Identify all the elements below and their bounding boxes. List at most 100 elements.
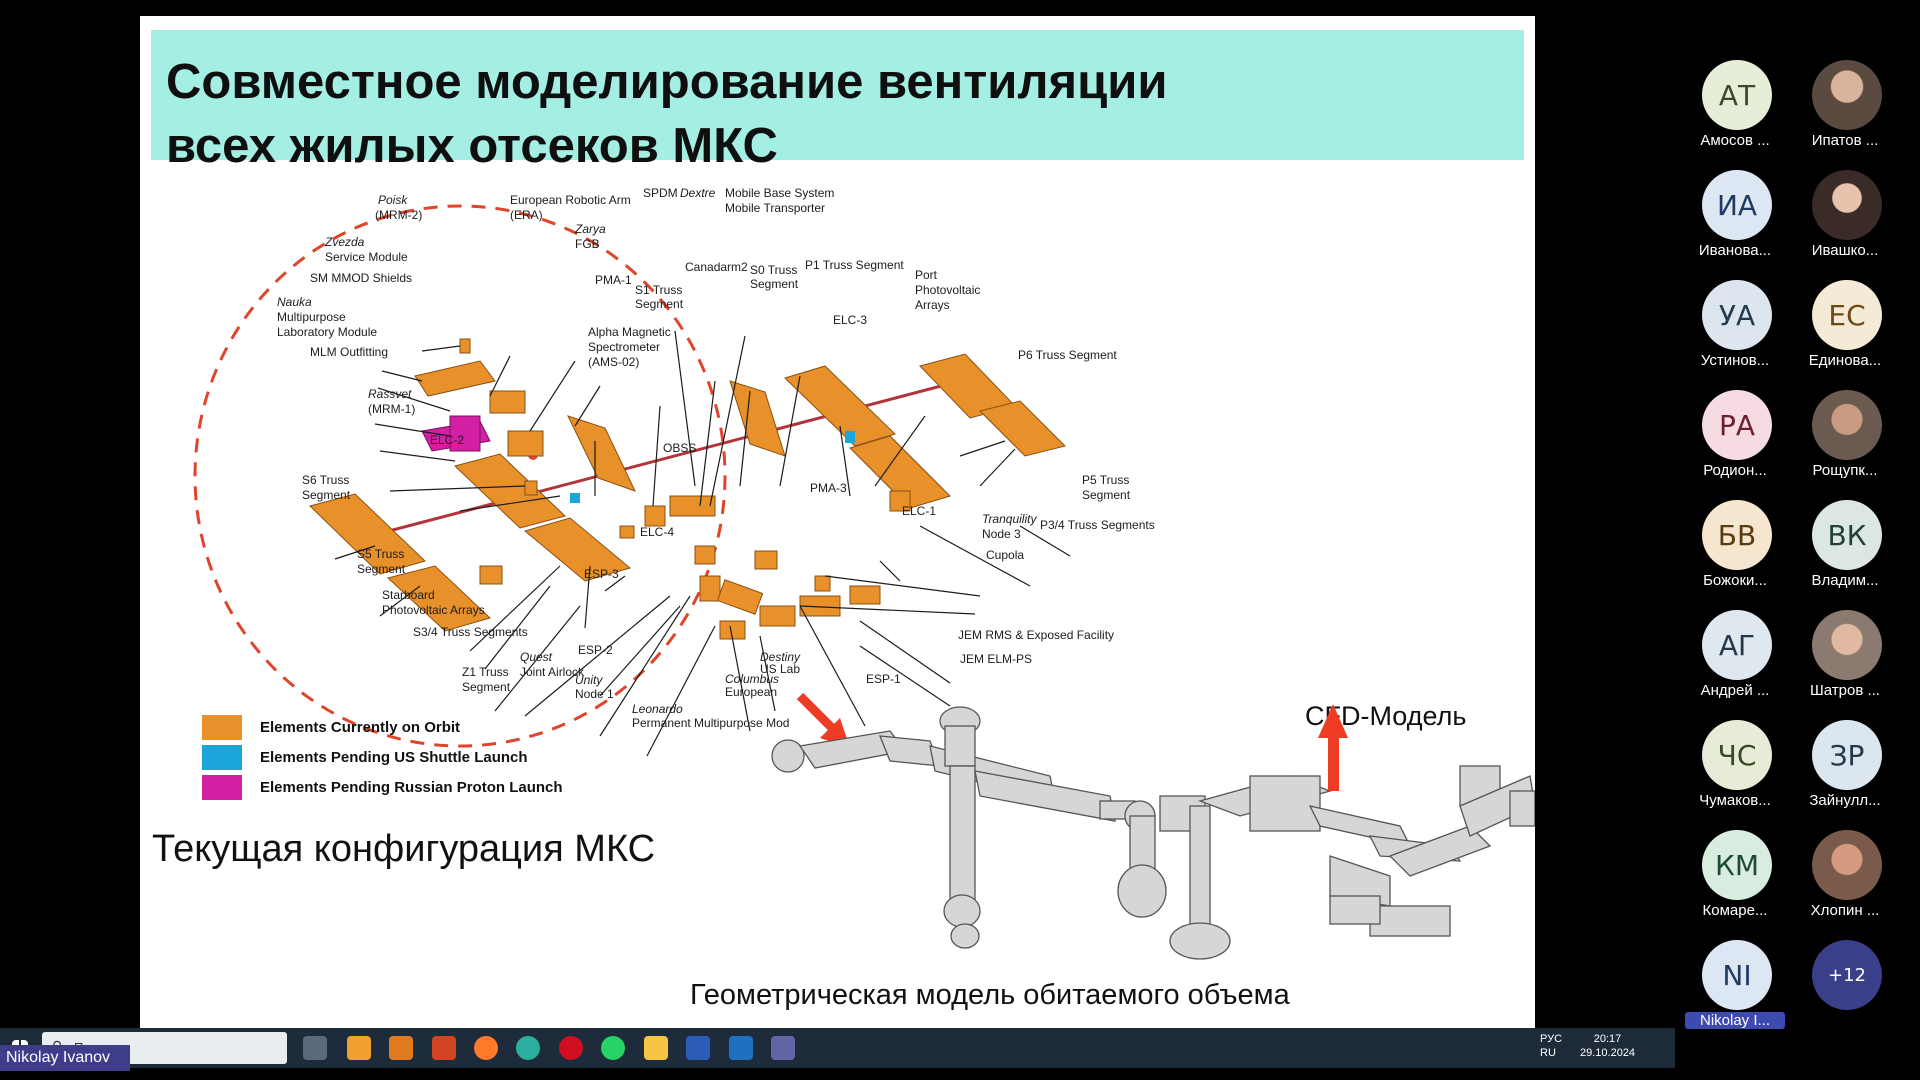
whatsapp-icon[interactable] bbox=[601, 1036, 625, 1060]
file-explorer-icon[interactable] bbox=[644, 1036, 668, 1060]
label-obss: OBSS bbox=[663, 441, 696, 455]
label-zarya: Zarya bbox=[574, 222, 606, 236]
label-s6-segment: Segment bbox=[302, 488, 351, 502]
participant-tile[interactable]: ЗР Зайнулл... bbox=[1790, 720, 1900, 830]
app-icon[interactable] bbox=[389, 1036, 413, 1060]
label-s5-truss: S5 Truss bbox=[357, 547, 404, 561]
teams-icon[interactable] bbox=[771, 1036, 795, 1060]
participant-name: Ипатов ... bbox=[1811, 132, 1879, 149]
label-elc4: ELC-4 bbox=[640, 525, 674, 539]
label-p1: P1 Truss Segment bbox=[805, 258, 904, 272]
label-ams1: Alpha Magnetic bbox=[588, 325, 671, 339]
tray-language[interactable]: РУС RU bbox=[1540, 1032, 1562, 1060]
avatar-initials: УА bbox=[1718, 298, 1756, 332]
avatar: РА bbox=[1702, 390, 1772, 460]
label-port-arrays: Arrays bbox=[915, 298, 950, 312]
participant-tile[interactable]: ИА Иванова... bbox=[1680, 170, 1790, 280]
title-band: Совместное моделирование вентиляции всех… bbox=[151, 30, 1524, 173]
avatar-initials: АГ bbox=[1718, 628, 1756, 662]
legend-label: Elements Pending US Shuttle Launch bbox=[260, 748, 528, 766]
participant-tile[interactable]: Ивашко... bbox=[1790, 170, 1900, 280]
participant-tile-self[interactable]: NI Nikolay I... bbox=[1680, 940, 1790, 1050]
edge-icon[interactable] bbox=[516, 1036, 540, 1060]
firefox-icon[interactable] bbox=[474, 1036, 498, 1060]
participant-tile[interactable]: КМ Комаре... bbox=[1680, 830, 1790, 940]
app2-icon[interactable] bbox=[729, 1036, 753, 1060]
avatar: КМ bbox=[1702, 830, 1772, 900]
avatar-initials: ЗР bbox=[1829, 738, 1865, 772]
tray-clock[interactable]: 20:17 29.10.2024 bbox=[1580, 1032, 1635, 1060]
participant-tile[interactable]: БВ Божоки... bbox=[1680, 500, 1790, 610]
label-pmm: Permanent Multipurpose Mod bbox=[632, 716, 789, 730]
avatar: ВК bbox=[1812, 500, 1882, 570]
iss-configuration-diagram: Poisk (MRM-2) European Robotic Arm (ERA)… bbox=[193, 186, 1155, 757]
legend-item-shuttle: Elements Pending US Shuttle Launch bbox=[202, 742, 563, 772]
participant-name: Рощупк... bbox=[1812, 462, 1878, 479]
diagram-labels: Poisk (MRM-2) European Robotic Arm (ERA)… bbox=[277, 186, 1155, 730]
participant-tile[interactable]: АТ Амосов ... bbox=[1680, 60, 1790, 170]
label-rassvet: Rassvet bbox=[368, 387, 412, 401]
label-p6: P6 Truss Segment bbox=[1018, 348, 1117, 362]
label-jem-rms: JEM RMS & Exposed Facility bbox=[958, 628, 1114, 642]
participant-tile[interactable]: ЕС Единова... bbox=[1790, 280, 1900, 390]
label-multipurpose: Multipurpose bbox=[277, 310, 346, 324]
participant-name: Божоки... bbox=[1703, 572, 1767, 589]
avatar-photo bbox=[1812, 390, 1882, 460]
avatar-initials: РА bbox=[1718, 408, 1756, 442]
label-elc3: ELC-3 bbox=[833, 313, 867, 327]
label-elc2: ELC-2 bbox=[430, 433, 464, 447]
label-port-pv: Photovoltaic bbox=[915, 283, 980, 297]
avatar: АТ bbox=[1702, 60, 1772, 130]
label-ams3: (AMS-02) bbox=[588, 355, 639, 369]
store-icon[interactable] bbox=[347, 1036, 371, 1060]
label-service-module: Service Module bbox=[325, 250, 408, 264]
participant-tile[interactable]: РА Родион... bbox=[1680, 390, 1790, 500]
slide-title-line2: всех жилых отсеков МКС bbox=[166, 119, 778, 173]
participant-name: Комаре... bbox=[1702, 902, 1768, 919]
avatar: БВ bbox=[1702, 500, 1772, 570]
avatar-photo bbox=[1812, 170, 1882, 240]
participant-tile[interactable]: УА Устинов... bbox=[1680, 280, 1790, 390]
opera-icon[interactable] bbox=[559, 1036, 583, 1060]
config-caption: Текущая конфигурация МКС bbox=[152, 828, 656, 870]
participant-tile[interactable]: Хлопин ... bbox=[1790, 830, 1900, 940]
leader-lines bbox=[334, 330, 1071, 757]
label-mrm1: (MRM-1) bbox=[368, 402, 415, 416]
label-elc1: ELC-1 bbox=[902, 504, 936, 518]
participant-tile[interactable]: ВК Владим... bbox=[1790, 500, 1900, 610]
pending-shuttle-elements bbox=[570, 431, 855, 503]
label-nauka: Nauka bbox=[277, 295, 312, 309]
legend-swatch bbox=[202, 744, 242, 770]
label-pma3: PMA-3 bbox=[810, 481, 847, 495]
label-fgb: FGB bbox=[575, 237, 600, 251]
task-view-icon[interactable] bbox=[303, 1036, 327, 1060]
label-cupola: Cupola bbox=[986, 548, 1024, 562]
participant-name: Хлопин ... bbox=[1810, 902, 1880, 919]
geometry-caption: Геометрическая модель обитаемого объема bbox=[690, 979, 1290, 1011]
label-european: European bbox=[725, 685, 777, 699]
label-era-abbr: (ERA) bbox=[510, 208, 543, 222]
participant-tile[interactable]: Ипатов ... bbox=[1790, 60, 1900, 170]
clock-date: 29.10.2024 bbox=[1580, 1047, 1636, 1059]
avatar-initials: КМ bbox=[1714, 848, 1760, 882]
more-count: +12 bbox=[1828, 964, 1866, 986]
more-participants-button[interactable]: +12 bbox=[1790, 940, 1900, 1050]
label-destiny: Destiny bbox=[760, 650, 801, 664]
label-ams2: Spectrometer bbox=[588, 340, 660, 354]
participant-tile[interactable]: ЧС Чумаков... bbox=[1680, 720, 1790, 830]
participant-tile[interactable]: Шатров ... bbox=[1790, 610, 1900, 720]
label-s5-segment: Segment bbox=[357, 562, 406, 576]
word-icon[interactable] bbox=[686, 1036, 710, 1060]
avatar: +12 bbox=[1812, 940, 1882, 1010]
label-lab-module: Laboratory Module bbox=[277, 325, 377, 339]
participant-tile[interactable]: Рощупк... bbox=[1790, 390, 1900, 500]
label-zvezda: Zvezda bbox=[324, 235, 365, 249]
powerpoint-icon[interactable] bbox=[432, 1036, 456, 1060]
legend-swatch bbox=[202, 714, 242, 740]
label-esp2: ESP-2 bbox=[578, 643, 613, 657]
participant-tile[interactable]: АГ Андрей ... bbox=[1680, 610, 1790, 720]
label-port: Port bbox=[915, 268, 938, 282]
center-arrays bbox=[567, 380, 786, 492]
cfd-geometry-model bbox=[771, 704, 1535, 960]
legend-item-proton: Elements Pending Russian Proton Launch bbox=[202, 772, 563, 802]
